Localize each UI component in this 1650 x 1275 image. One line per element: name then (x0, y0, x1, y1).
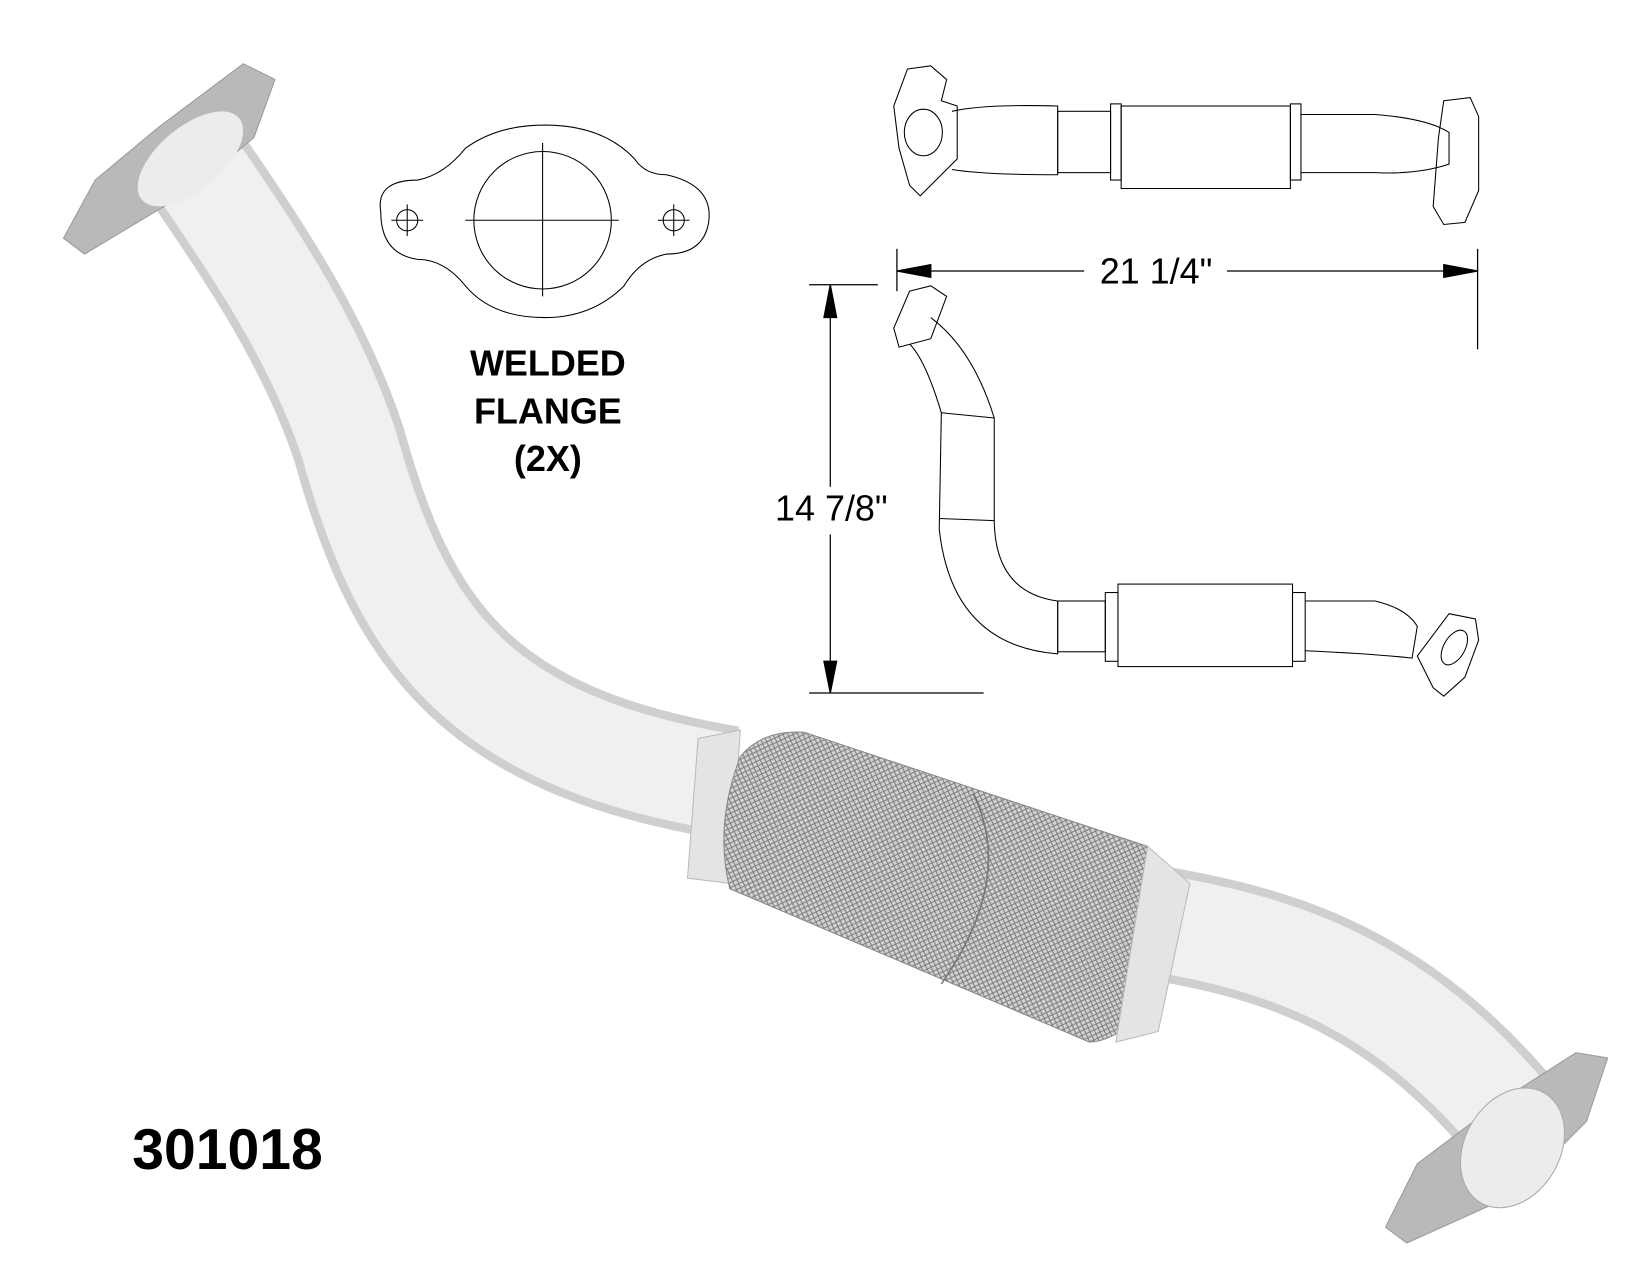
flange-label-line3: (2X) (514, 438, 582, 479)
length-dimension: 21 1/4" (1100, 251, 1213, 292)
top-view-drawing (893, 65, 1480, 226)
flange-label-line1: WELDED (470, 343, 626, 384)
flange-detail-drawing (379, 124, 710, 319)
collar-right (1115, 845, 1191, 1043)
height-dimension: 14 7/8" (775, 488, 888, 529)
main-pipe-illustration (62, 63, 1609, 1244)
part-number: 301018 (132, 1118, 323, 1182)
flange-label-line2: FLANGE (474, 390, 622, 431)
flex-mesh-section (723, 731, 1161, 1043)
dimension-lines (809, 248, 1479, 694)
side-view-drawing (893, 285, 1480, 697)
